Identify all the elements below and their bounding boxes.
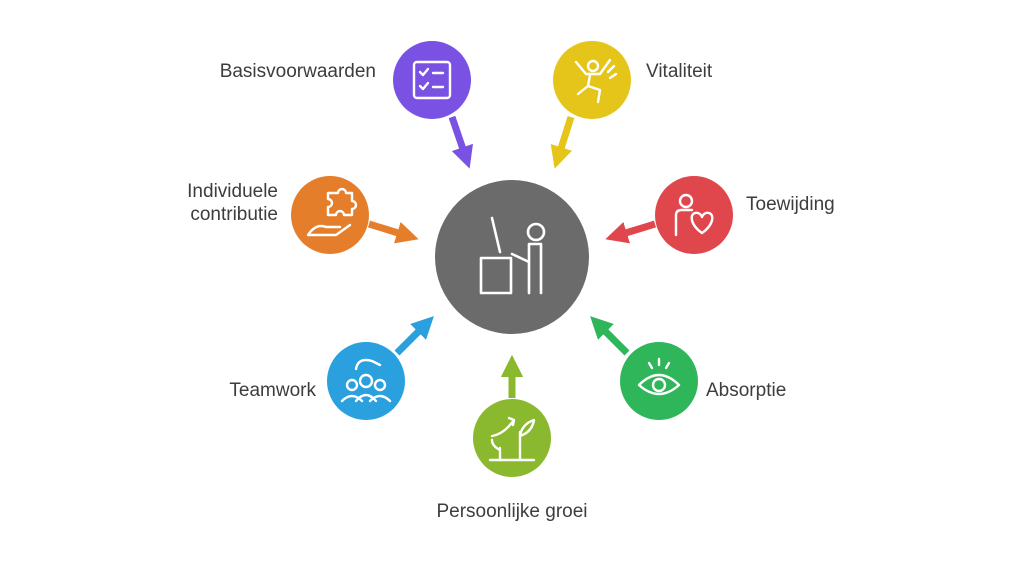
arrow-toewijding xyxy=(605,220,657,244)
eye-focus-icon xyxy=(637,357,681,396)
node-circle-vitaliteit xyxy=(553,41,631,119)
node-label-teamwork: Teamwork xyxy=(229,380,316,401)
node-individuele-contributie xyxy=(291,176,369,254)
center-node xyxy=(435,180,589,334)
node-circle-toewijding xyxy=(655,176,733,254)
node-label-vitaliteit: Vitaliteit xyxy=(646,61,713,82)
puzzle-hand-icon xyxy=(306,187,358,237)
node-label-absorptie: Absorptie xyxy=(706,380,787,401)
node-vitaliteit xyxy=(553,41,631,119)
node-label-persoonlijke-groei: Persoonlijke groei xyxy=(436,501,588,522)
arrow-teamwork xyxy=(394,316,434,356)
arrow-basisvoorwaarden xyxy=(448,115,473,169)
node-teamwork xyxy=(327,342,405,420)
checklist-icon xyxy=(412,60,452,100)
node-circle-teamwork xyxy=(327,342,405,420)
team-hand-icon xyxy=(340,358,392,403)
node-absorptie xyxy=(620,342,698,420)
energetic-person-icon xyxy=(574,58,618,104)
node-circle-absorptie xyxy=(620,342,698,420)
arrow-vitaliteit xyxy=(550,115,575,169)
node-circle-basisvoorwaarden xyxy=(393,41,471,119)
node-label-individuele-contributie: Individuele contributie xyxy=(187,181,278,225)
arrow-absorptie xyxy=(590,316,630,356)
node-circle-persoonlijke-groei xyxy=(473,399,551,477)
center-circle xyxy=(435,180,589,334)
node-basisvoorwaarden xyxy=(393,41,471,119)
node-label-basisvoorwaarden: Basisvoorwaarden xyxy=(219,61,376,82)
node-persoonlijke-groei xyxy=(473,399,551,477)
node-toewijding xyxy=(655,176,733,254)
person-heart-icon xyxy=(674,193,714,237)
person-at-desk-icon xyxy=(479,216,546,295)
node-label-toewijding: Toewijding xyxy=(746,194,835,215)
arrow-individuele-contributie xyxy=(367,220,419,244)
growing-plant-icon xyxy=(488,416,536,462)
